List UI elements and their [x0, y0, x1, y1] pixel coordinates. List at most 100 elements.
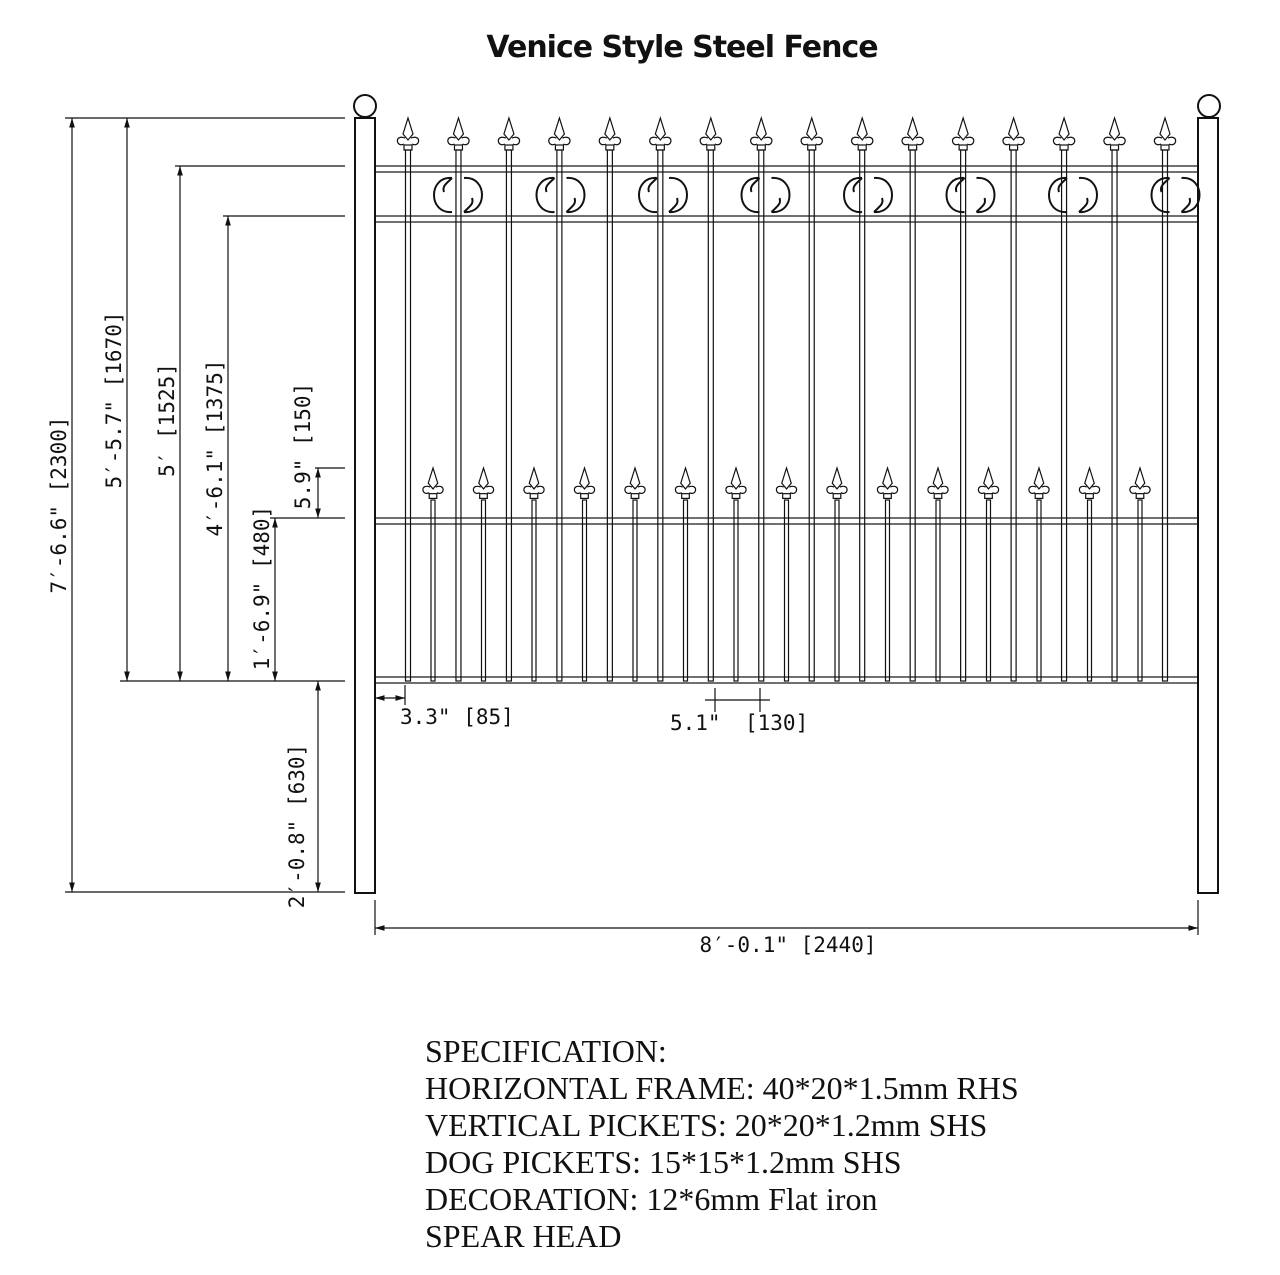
- scroll-pair: [1150, 176, 1201, 214]
- spear-head: [1103, 115, 1126, 151]
- spear-head: [396, 115, 420, 151]
- dog-spear-head: [472, 465, 495, 499]
- dog-spear-head: [573, 465, 596, 499]
- dog-picket: [480, 499, 487, 682]
- right-post-cap: [1197, 94, 1221, 118]
- main-picket: [606, 149, 613, 682]
- dog-spear-head: [624, 465, 646, 499]
- scroll-pair: [843, 176, 893, 214]
- bottom-rail: [374, 676, 1199, 684]
- scroll-decorations: [433, 176, 1201, 214]
- scroll-pair: [945, 176, 996, 214]
- specification-block: SPECIFICATION: HORIZONTAL FRAME: 40*20*1…: [425, 1033, 1019, 1254]
- label-total-width: 8′-0.1" [2440]: [699, 933, 876, 957]
- dimension-lines: [65, 117, 1199, 935]
- main-picket: [960, 149, 967, 682]
- main-picket: [1060, 149, 1068, 682]
- main-picket: [404, 149, 412, 682]
- spear-head: [800, 115, 823, 151]
- label-picket-spacing-mm: [130]: [745, 711, 808, 735]
- spear-head: [447, 115, 470, 151]
- dog-picket: [1137, 499, 1143, 682]
- dog-rail: [374, 517, 1199, 525]
- spear-head: [548, 115, 571, 151]
- right-post: [1197, 117, 1219, 894]
- main-picket: [1010, 149, 1017, 682]
- dog-spear-head: [927, 465, 949, 499]
- main-picket: [758, 149, 765, 682]
- spec-horizontal-frame: HORIZONTAL FRAME: 40*20*1.5mm RHS: [425, 1070, 1019, 1106]
- main-picket: [657, 149, 664, 682]
- top-rail: [374, 165, 1199, 173]
- spec-decoration: DECORATION: 12*6mm Flat iron: [425, 1181, 877, 1217]
- dog-spear-head: [775, 465, 798, 499]
- spec-vertical-pickets: VERTICAL PICKETS: 20*20*1.2mm SHS: [425, 1107, 987, 1143]
- spec-dog-pickets: DOG PICKETS: 15*15*1.2mm SHS: [425, 1144, 902, 1180]
- spear-head: [699, 115, 723, 151]
- left-post-cap: [353, 94, 377, 118]
- dog-spear-head: [523, 465, 545, 499]
- main-picket: [909, 149, 916, 682]
- spear-head: [1002, 115, 1025, 151]
- dog-spear-head: [1028, 465, 1050, 499]
- fence-posts: [353, 94, 1221, 894]
- label-dog-spear-height: 5.9" [150]: [291, 383, 315, 509]
- dog-spear-head: [826, 465, 848, 499]
- label-second-rail-height: 4′-6.1" [1375]: [203, 359, 227, 536]
- spear-head: [750, 115, 773, 151]
- dog-spear-head: [1078, 465, 1101, 499]
- main-picket: [1111, 149, 1118, 682]
- dog-picket: [1036, 499, 1042, 682]
- dog-picket: [834, 499, 840, 682]
- left-post: [354, 117, 376, 894]
- dog-picket: [430, 499, 436, 682]
- dog-picket: [581, 499, 588, 682]
- dog-picket: [1086, 499, 1093, 682]
- spear-head: [598, 115, 622, 151]
- dog-spear-head: [977, 465, 1000, 499]
- second-rail: [374, 215, 1199, 223]
- main-picket: [455, 149, 462, 682]
- label-end-gap: 3.3" [85]: [400, 705, 514, 729]
- label-picket-spacing-inch: 5.1": [670, 711, 721, 735]
- scroll-pair: [1048, 176, 1098, 214]
- main-picket: [808, 149, 815, 682]
- dog-spear-head: [674, 465, 697, 499]
- spec-spear-head: SPEAR HEAD: [425, 1218, 621, 1254]
- dog-picket: [935, 499, 941, 682]
- dog-picket: [884, 499, 891, 682]
- dog-picket: [682, 499, 689, 682]
- diagram-title: Venice Style Steel Fence: [486, 30, 877, 65]
- label-below-ground: 2′-0.8" [630]: [285, 744, 309, 908]
- dog-spear-head: [876, 465, 899, 499]
- scroll-pair: [638, 176, 688, 214]
- scroll-pair: [535, 176, 586, 214]
- dog-spear-head: [725, 465, 747, 499]
- dog-picket: [783, 499, 790, 682]
- spear-head: [649, 115, 672, 151]
- label-dog-rail-height: 1′-6.9" [480]: [250, 506, 274, 670]
- main-picket: [707, 149, 714, 682]
- dog-picket: [985, 499, 992, 682]
- scroll-pair: [433, 176, 483, 214]
- horizontal-rails: [374, 165, 1199, 684]
- label-top-spear-height: 5′-5.7" [1670]: [102, 311, 126, 488]
- dog-spear-head: [422, 465, 444, 499]
- spear-head: [951, 115, 975, 151]
- spear-head: [1153, 115, 1177, 151]
- spear-head: [901, 115, 924, 151]
- spear-head: [497, 115, 521, 151]
- scroll-pair: [740, 176, 791, 214]
- spear-head: [850, 115, 874, 151]
- label-total-height: 7′-6.6" [2300]: [47, 416, 71, 593]
- spec-header: SPECIFICATION:: [425, 1033, 667, 1069]
- spear-head: [1052, 115, 1076, 151]
- dog-picket: [632, 499, 638, 682]
- main-picket: [505, 149, 513, 682]
- main-picket: [556, 149, 563, 682]
- main-picket: [859, 149, 866, 682]
- dog-picket: [531, 499, 537, 682]
- label-top-rail-height: 5′ [1525]: [155, 363, 179, 477]
- main-picket: [1161, 149, 1169, 682]
